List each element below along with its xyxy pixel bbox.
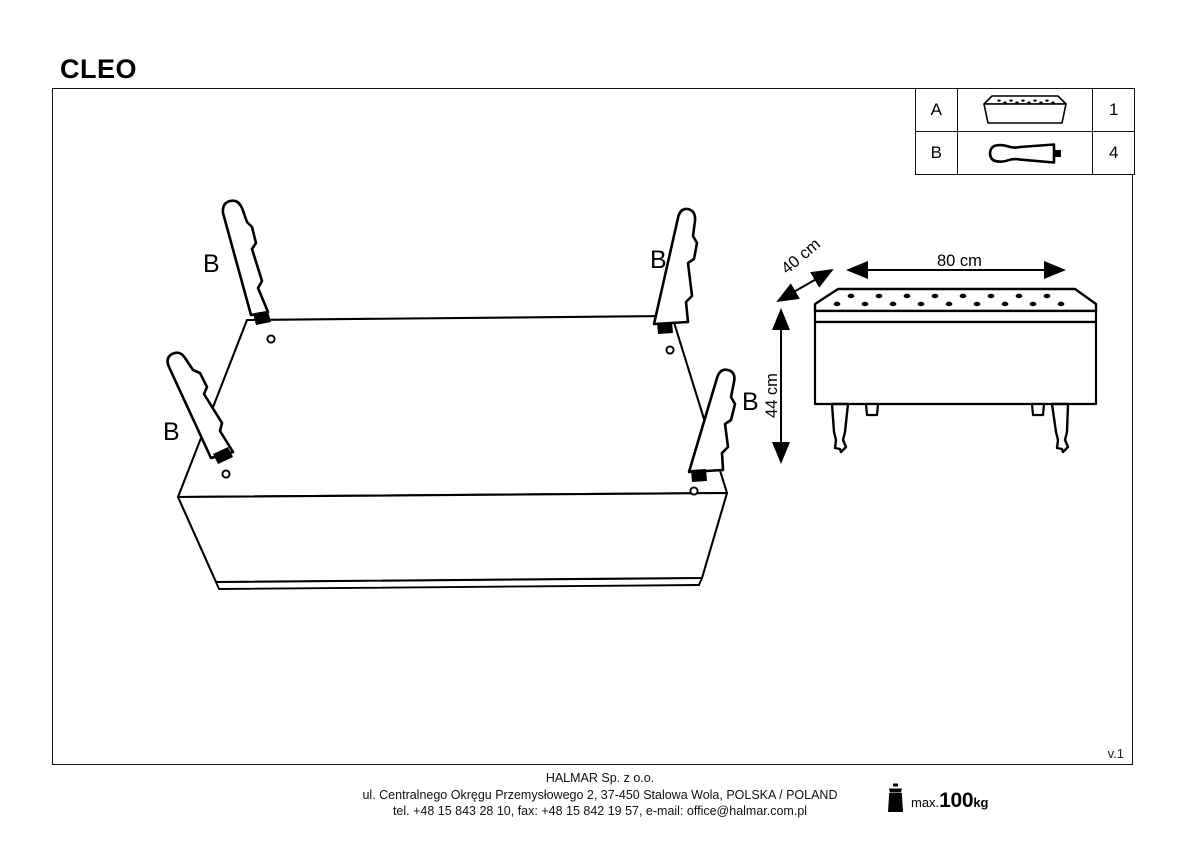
callout-leg-b-4: B [742, 388, 759, 416]
footer-company: HALMAR Sp. z o.o. [545, 771, 655, 785]
max-load-prefix: max. [911, 794, 940, 810]
max-load-badge: max.100kg [886, 783, 988, 818]
table-row: A [915, 88, 1135, 132]
part-letter-a: A [915, 88, 958, 132]
footer-address: ul. Centralnego Okręgu Przemysłowego 2, … [362, 787, 838, 802]
max-load-text: max.100kg [911, 789, 988, 813]
part-qty-a: 1 [1092, 88, 1135, 132]
drawing-frame: A [52, 88, 1135, 812]
weight-icon [886, 783, 905, 818]
tapered-leg-icon [956, 131, 1094, 175]
footer: HALMAR Sp. z o.o. ul. Centralnego Okręgu… [0, 770, 1200, 820]
part-letter-b: B [915, 131, 958, 175]
callout-leg-b-1: B [203, 250, 220, 278]
dimension-height-label: 44 cm [763, 373, 781, 418]
bench-seat-icon [956, 88, 1094, 132]
parts-table: A [915, 88, 1135, 175]
callout-leg-b-3: B [163, 418, 180, 446]
part-qty-b: 4 [1092, 131, 1135, 175]
table-row: B 4 [915, 131, 1135, 175]
footer-contact: tel. +48 15 843 28 10, fax: +48 15 842 1… [392, 804, 808, 818]
callout-leg-b-2: B [650, 246, 667, 274]
version-label: v.1 [1107, 746, 1124, 761]
max-load-value: 100 [939, 788, 974, 812]
max-load-unit: kg [973, 794, 989, 810]
dimension-width-label: 80 cm [937, 252, 982, 270]
page-title: CLEO [60, 54, 138, 84]
